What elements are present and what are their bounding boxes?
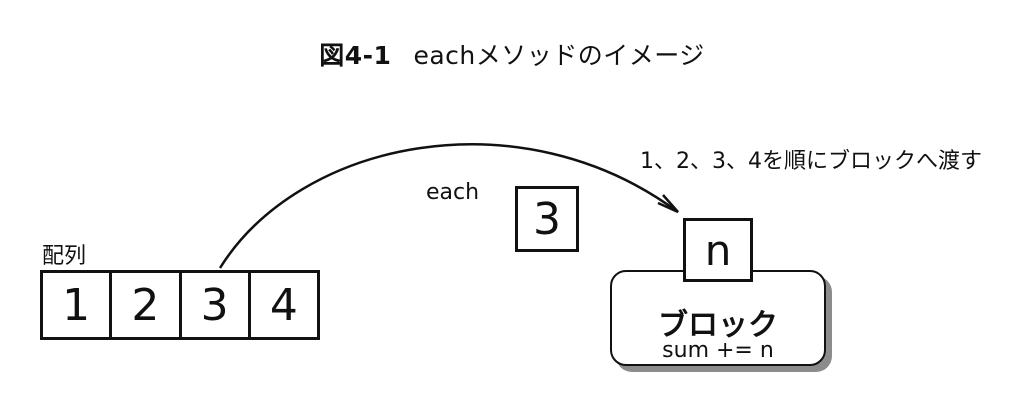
array-cell: 1 — [43, 273, 113, 337]
pass-note: 1、2、3、4を順にブロックへ渡す — [640, 149, 982, 174]
arrow-curve — [218, 143, 679, 269]
array-cell: 4 — [269, 279, 298, 331]
block-param-box: n — [683, 218, 753, 282]
array-label: 配列 — [42, 244, 87, 269]
figure-title: 図4-1 eachメソッドのイメージ — [0, 36, 1024, 72]
block-code: sum += n — [662, 338, 774, 363]
arrow-head — [657, 194, 679, 214]
each-label: each — [426, 180, 480, 205]
array-cell: 2 — [112, 273, 182, 337]
figure-number: 図4-1 — [319, 41, 392, 70]
passed-value-box: 3 — [515, 186, 579, 252]
block-title: ブロック — [658, 308, 778, 343]
array-box: 1 2 3 4 — [40, 270, 320, 340]
figure-caption: eachメソッドのイメージ — [413, 41, 705, 70]
block-box: ブロック sum += n — [610, 270, 826, 366]
array-cell: 3 — [182, 273, 251, 337]
